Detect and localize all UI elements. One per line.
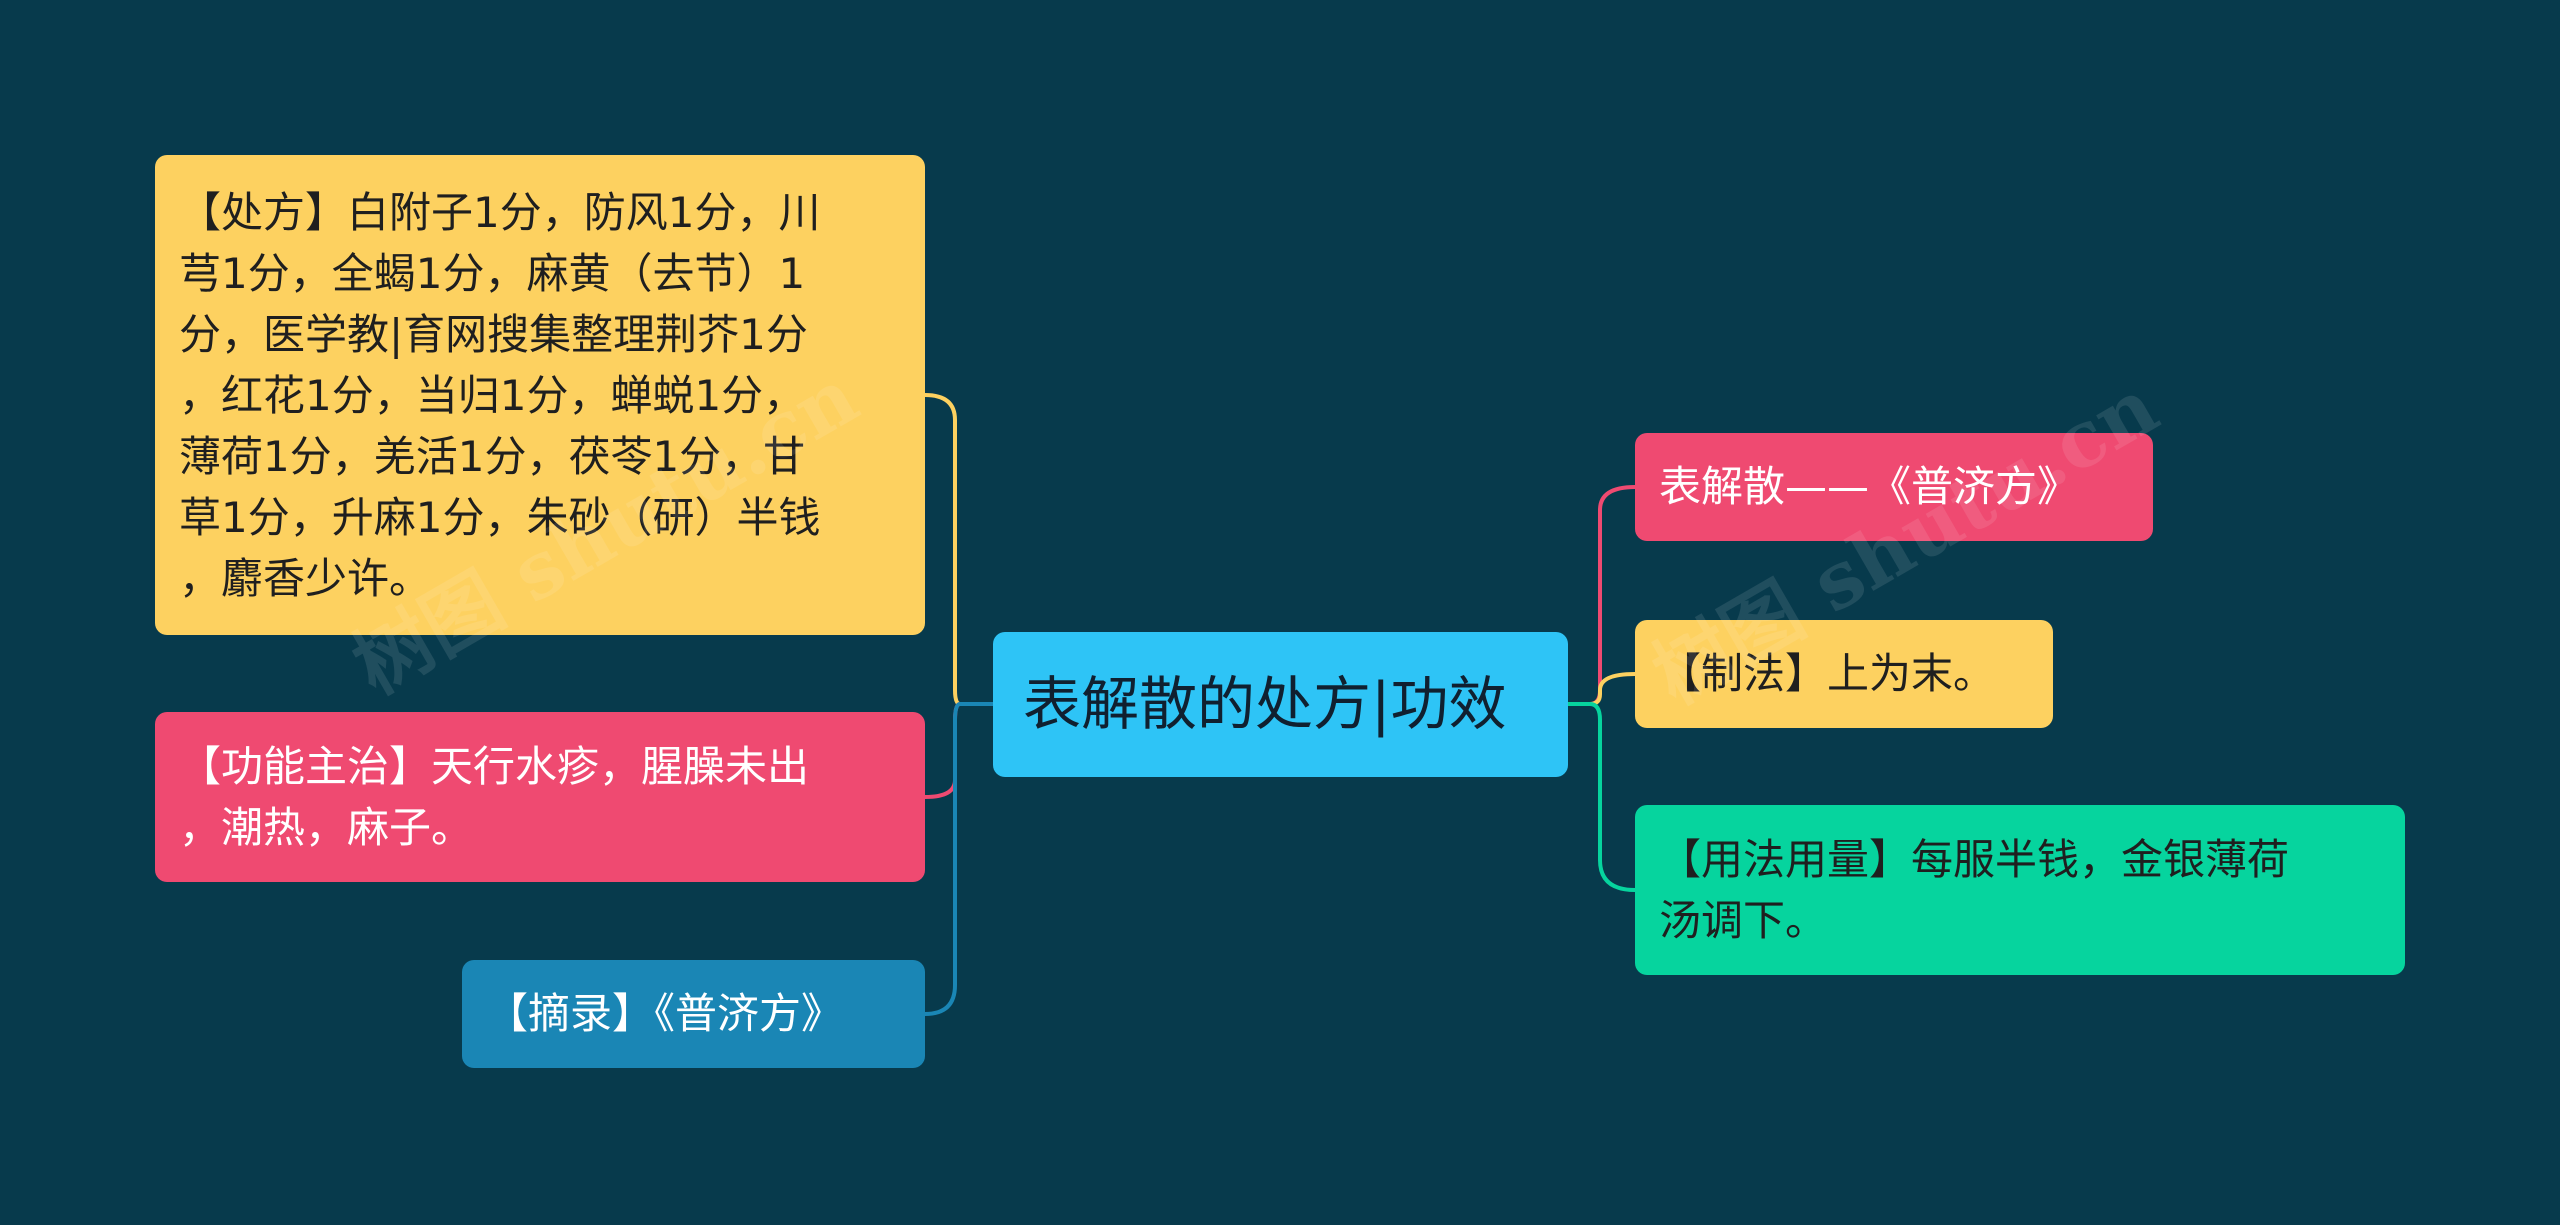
node-preparation[interactable]: 【制法】上为末。 bbox=[1635, 620, 2053, 728]
node-source[interactable]: 【摘录】《普济方》 bbox=[462, 960, 925, 1068]
connector-left-3 bbox=[924, 702, 993, 1016]
node-prescription[interactable]: 【处方】白附子1分，防风1分，川 芎1分，全蝎1分，麻黄（去节）1 分，医学教|… bbox=[155, 155, 925, 635]
connector-right-1 bbox=[1568, 485, 1636, 706]
connector-right-3 bbox=[1568, 702, 1636, 892]
node-title-source[interactable]: 表解散——《普济方》 bbox=[1635, 433, 2153, 541]
connector-left-2 bbox=[924, 702, 993, 799]
node-indications[interactable]: 【功能主治】天行水疹，腥臊未出 ，潮热，麻子。 bbox=[155, 712, 925, 882]
node-usage-dosage[interactable]: 【用法用量】每服半钱，金银薄荷 汤调下。 bbox=[1635, 805, 2405, 975]
central-topic[interactable]: 表解散的处方|功效 bbox=[993, 632, 1568, 777]
connector-left-1 bbox=[924, 393, 993, 706]
